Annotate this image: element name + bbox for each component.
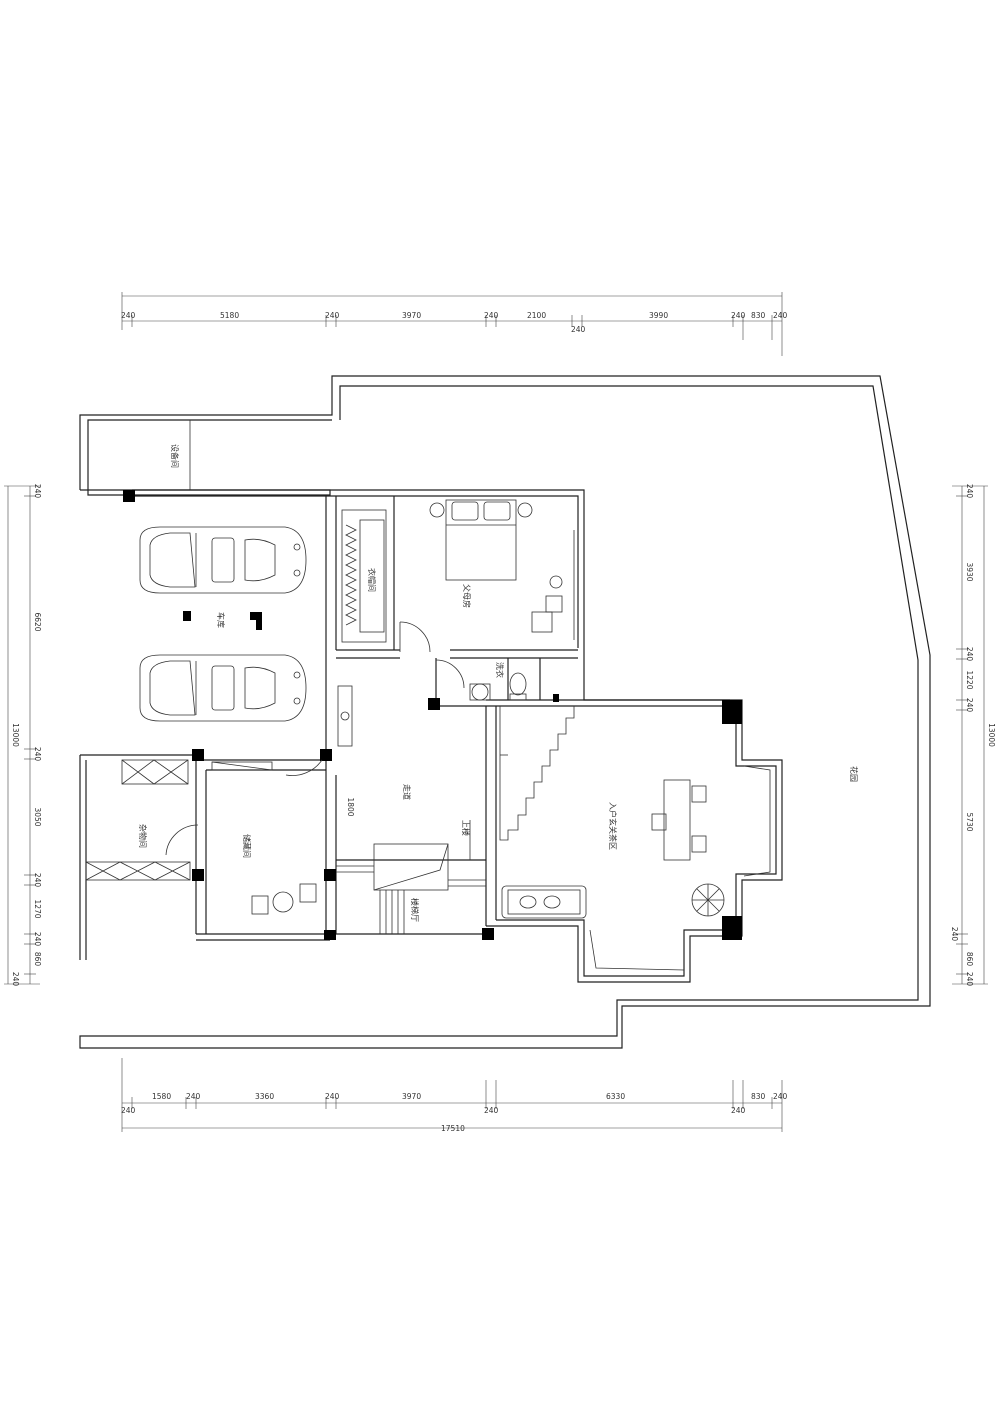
left-total: 13000 (11, 723, 20, 747)
bottom-dim-5: 3970 (402, 1092, 421, 1101)
room-label-equipment: 设备间 (170, 444, 180, 468)
right-dim-7: 860 (965, 952, 974, 967)
right-dim-2: 240 (965, 647, 974, 662)
room-label-hallway: 走道 (402, 784, 412, 800)
right-dim-6: 240 (950, 927, 959, 942)
right-dim-4: 240 (965, 698, 974, 713)
right-dim-0: 240 (965, 484, 974, 499)
site-boundary (79, 375, 931, 1049)
top-dim-2: 240 (325, 311, 340, 320)
right-dimensions: 240 3930 240 1220 240 5730 240 860 240 1… (950, 484, 996, 987)
bottom-dim-10: 240 (773, 1092, 788, 1101)
left-dim-6: 240 (33, 932, 42, 947)
bottom-dim-1: 1580 (152, 1092, 171, 1101)
room-label-storage: 杂物间 (138, 824, 148, 848)
right-dim-1: 3930 (965, 562, 974, 581)
door-swings (165, 621, 465, 856)
bed-icon (429, 499, 533, 581)
top-dim-3: 3970 (402, 311, 421, 320)
bottom-dim-2: 240 (186, 1092, 201, 1101)
left-dim-7: 860 (33, 952, 42, 967)
plant-icon (691, 883, 725, 917)
bottom-dim-7: 6330 (606, 1092, 625, 1101)
tea-table (651, 779, 707, 861)
room-label-closet: 衣帽间 (367, 568, 377, 592)
house-walls (79, 489, 783, 983)
room-label-stairs-up: 上楼 (461, 820, 471, 836)
left-dim-0: 240 (33, 484, 42, 499)
left-dim-1: 6620 (33, 612, 42, 631)
top-dim-7: 240 (731, 311, 746, 320)
room-label-stair-hall: 楼梯厅 (410, 898, 420, 922)
room-label-washroom: 洗衣 (495, 662, 505, 678)
top-dim-6: 3990 (649, 311, 668, 320)
top-dim-4: 240 (484, 311, 499, 320)
top-dim-9: 240 (773, 311, 788, 320)
left-dim-2: 240 (33, 747, 42, 762)
room-label-garden: 花园 (849, 766, 859, 782)
left-dim-3: 3050 (33, 807, 42, 826)
top-dimensions: 240 5180 240 3970 240 2100 3990 240 830 … (121, 292, 788, 356)
structural-columns (123, 490, 742, 940)
sofa-icon (501, 885, 587, 919)
bottom-dim-3: 3360 (255, 1092, 274, 1101)
left-dim-8: 240 (11, 972, 20, 987)
room-label-tea-area: 入户玄关茶区 (608, 802, 618, 850)
right-dim-5: 5730 (965, 812, 974, 831)
bottom-total: 17510 (441, 1124, 465, 1133)
top-dim-0: 240 (121, 311, 136, 320)
inner-dimension: 1800 (346, 797, 355, 816)
room-label-parents-room: 父母房 (462, 584, 472, 608)
left-dimensions: 240 6620 240 3050 240 1270 240 860 240 1… (4, 484, 42, 987)
right-dim-3: 1220 (965, 670, 974, 689)
bottom-dim-8: 240 (731, 1106, 746, 1115)
storage-cabinets (85, 759, 273, 881)
car-icon-2 (139, 654, 307, 722)
bay-window (589, 765, 771, 971)
lounge-chairs (251, 883, 317, 915)
bottom-dim-9: 830 (751, 1092, 766, 1101)
car-icon-1 (139, 526, 307, 594)
right-total: 13000 (987, 723, 996, 747)
bottom-dim-6: 240 (484, 1106, 499, 1115)
room-label-garage: 车库 (216, 612, 226, 628)
armchair-icon (531, 575, 563, 633)
top-dim-8: 830 (751, 311, 766, 320)
top-dim-5: 2100 (527, 311, 546, 320)
hall-cabinet (337, 685, 353, 747)
bottom-dim-0: 240 (121, 1106, 136, 1115)
toilet-icon (469, 672, 527, 701)
closet-wardrobe (341, 509, 387, 643)
left-dim-4: 240 (33, 873, 42, 888)
room-label-guest: 储藏间 (242, 834, 252, 858)
stairs (336, 706, 575, 934)
right-dim-8: 240 (965, 972, 974, 987)
bathroom-fixture (553, 694, 559, 702)
bottom-dim-4: 240 (325, 1092, 340, 1101)
top-dim-extra: 240 (571, 325, 586, 334)
left-dim-5: 1270 (33, 899, 42, 918)
top-dim-1: 5180 (220, 311, 239, 320)
bottom-dimensions: 240 1580 240 3360 240 3970 240 6330 240 … (121, 1058, 788, 1133)
